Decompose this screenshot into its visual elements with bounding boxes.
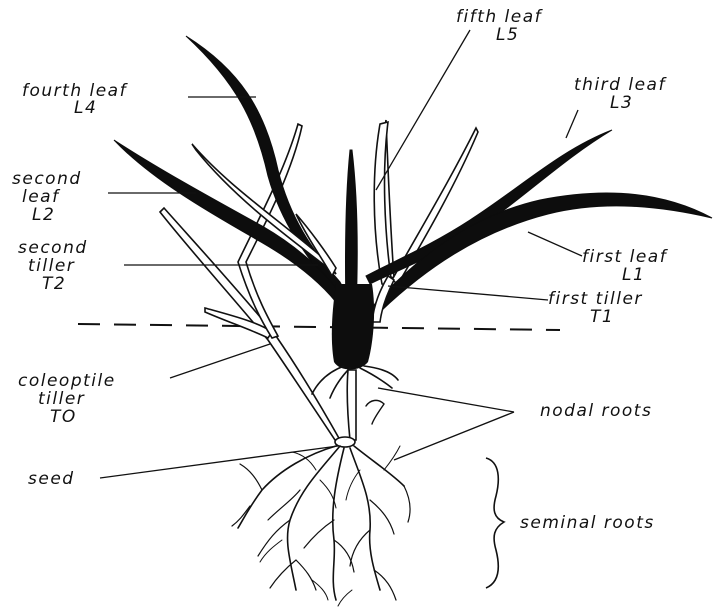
leader-first-tiller xyxy=(388,286,548,300)
label-second-leaf-line1: second xyxy=(12,169,82,189)
seminal-roots-brace xyxy=(486,458,504,588)
leader-nodal-roots-a xyxy=(378,388,514,412)
label-coleoptile-tiller-line1: coleoptile xyxy=(18,371,116,391)
leader-nodal-roots-b xyxy=(394,412,514,460)
label-first-tiller-line2: T1 xyxy=(590,307,614,327)
label-first-leaf-line2: L1 xyxy=(622,265,645,285)
label-seminal-roots: seminal roots xyxy=(520,513,655,533)
label-fifth-leaf-line1: fifth leaf xyxy=(456,7,544,27)
label-nodal-roots: nodal roots xyxy=(540,401,652,421)
label-seed: seed xyxy=(28,469,75,489)
second-leaf xyxy=(114,140,344,302)
soil-surface-line xyxy=(78,324,560,330)
leader-third-leaf xyxy=(566,110,578,138)
label-third-leaf-line1: third leaf xyxy=(574,75,667,95)
leader-first-leaf xyxy=(528,232,582,256)
label-coleoptile-tiller-line2: tiller xyxy=(38,389,85,409)
label-fourth-leaf-line2: L4 xyxy=(74,98,97,118)
label-second-tiller-line1: second xyxy=(18,238,88,258)
label-second-tiller-line2: tiller xyxy=(28,256,75,276)
crown-sheath xyxy=(332,284,374,370)
label-third-leaf-line2: L3 xyxy=(610,93,633,113)
leader-coleoptile-tiller xyxy=(170,344,270,378)
label-second-tiller-line3: T2 xyxy=(42,274,66,294)
seed-shape xyxy=(335,437,355,447)
seminal-root-system xyxy=(232,446,410,606)
label-second-leaf-line3: L2 xyxy=(32,205,55,225)
leader-lines xyxy=(100,30,582,478)
label-coleoptile-tiller-line3: TO xyxy=(50,407,77,427)
label-fifth-leaf-line2: L5 xyxy=(496,25,519,45)
label-first-tiller-line1: first tiller xyxy=(548,289,643,309)
leader-seed xyxy=(100,446,338,478)
labels: fifth leaf L5 fourth leaf L4 third leaf … xyxy=(12,7,669,533)
subcrown-internode xyxy=(347,370,356,440)
label-second-leaf-line2: leaf xyxy=(22,187,61,207)
label-first-leaf-line1: first leaf xyxy=(582,247,669,267)
